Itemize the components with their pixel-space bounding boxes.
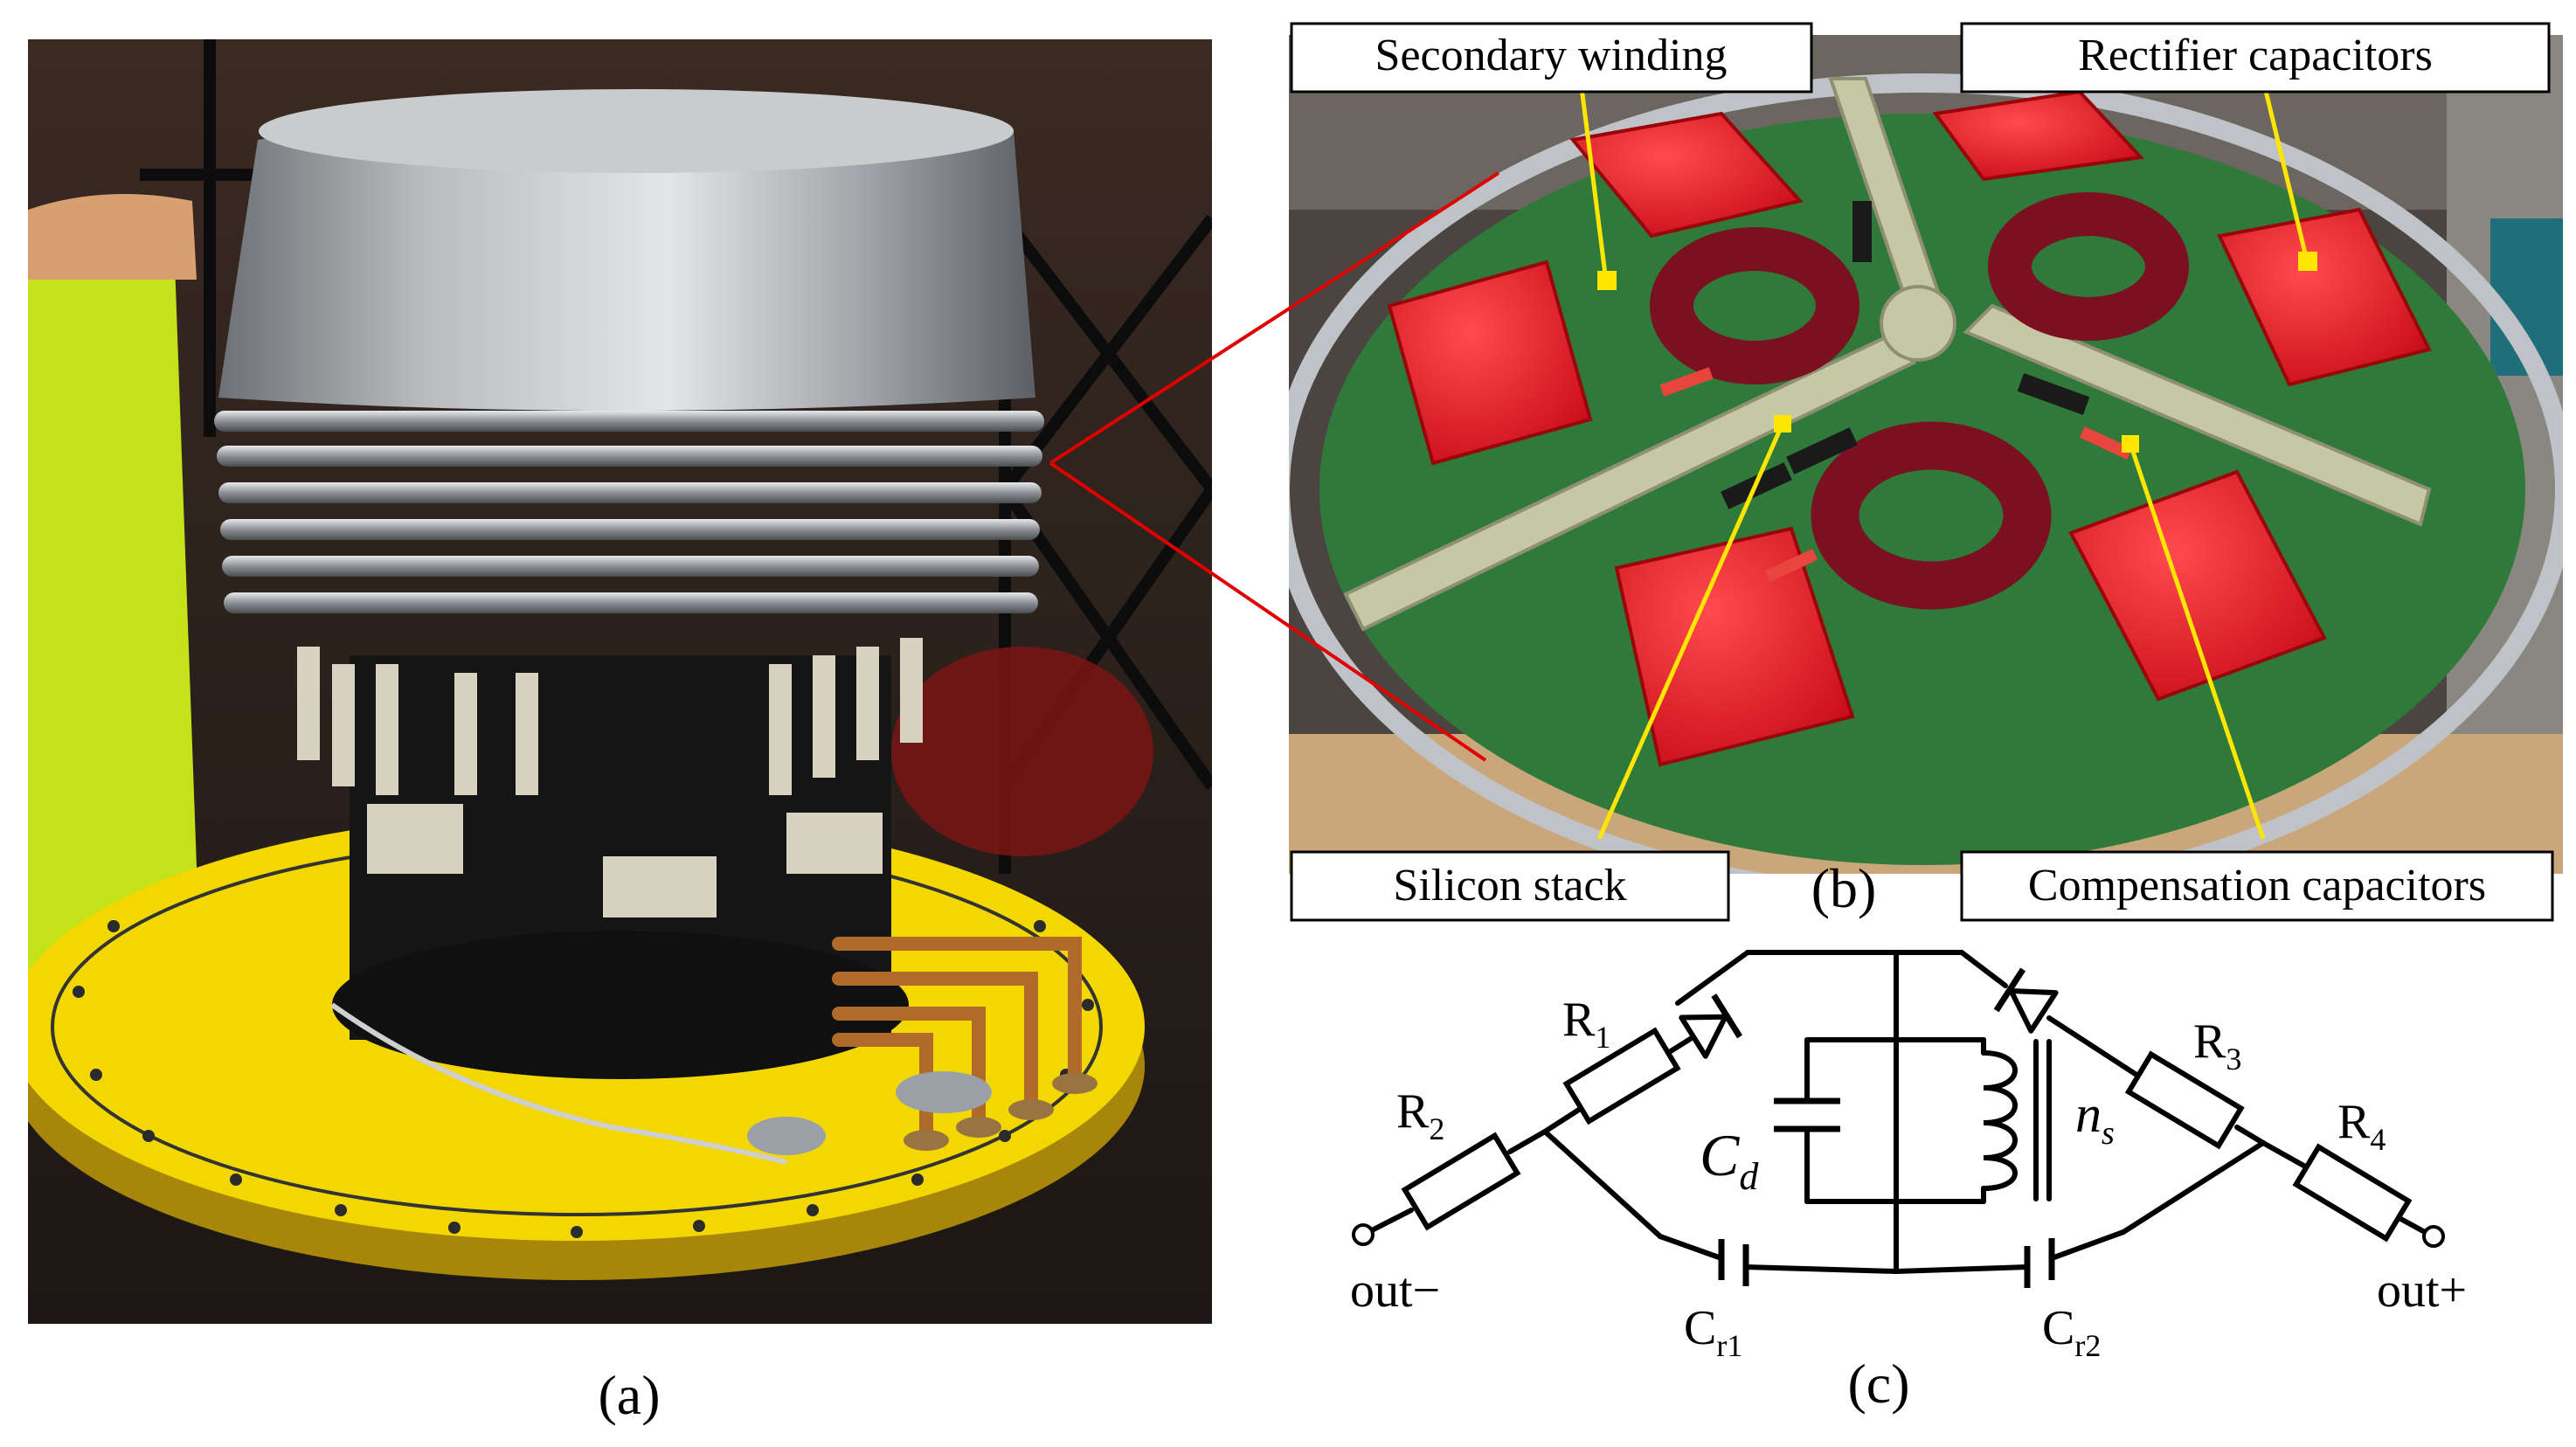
resistor-r1 <box>1562 1027 1681 1125</box>
callout-rectifier-capacitors-label: Rectifier capacitors <box>2078 31 2433 80</box>
diode-left <box>1679 994 1743 1059</box>
callout-compensation-capacitors: Compensation capacitors <box>1960 850 2554 922</box>
photo-transformer-assembly <box>28 39 1212 1324</box>
resistor-r3 <box>2124 1050 2245 1150</box>
callout-silicon-stack: Silicon stack <box>1290 850 1730 922</box>
resistor-r4 <box>2292 1143 2413 1243</box>
callout-rectifier-capacitors: Rectifier capacitors <box>1960 22 2551 93</box>
label-out-minus: out− <box>1350 1264 1440 1318</box>
panel-label-b: (b) <box>1811 857 1877 919</box>
terminal-out-minus <box>1352 1223 1375 1246</box>
terminal-out-plus <box>2422 1225 2445 1248</box>
green-yellow-wall <box>28 262 201 987</box>
insulating-support-arms <box>1343 77 2432 632</box>
insulator-posts <box>297 638 923 917</box>
top-shield-dome <box>218 89 1035 412</box>
panel-label-c: (c) <box>1847 1353 1909 1415</box>
label-out-plus: out+ <box>2377 1264 2467 1318</box>
grading-rings <box>214 411 1044 613</box>
callout-secondary-winding-label: Secondary winding <box>1375 31 1728 80</box>
label-cr1: Cr1 <box>1684 1301 1742 1363</box>
zoom-indicator-lines <box>1049 171 1500 762</box>
panel-label-a: (a) <box>598 1364 660 1426</box>
callout-leaders <box>1579 87 2317 841</box>
callout-silicon-stack-label: Silicon stack <box>1393 861 1626 910</box>
secondary-winding-cores <box>1650 192 2189 610</box>
label-cr2: Cr2 <box>2042 1301 2101 1363</box>
outer-shield-ring <box>1289 73 2563 874</box>
photo-rectifier-board <box>1289 35 2563 874</box>
label-r4: R4 <box>2337 1095 2386 1157</box>
callout-compensation-capacitors-label: Compensation capacitors <box>2028 861 2486 910</box>
capacitor-cr2 <box>2024 1238 2055 1288</box>
circuit-schematic <box>1369 950 2427 1274</box>
label-cd: Cd <box>1700 1122 1759 1198</box>
label-ns: ns <box>2075 1085 2115 1152</box>
capacitor-cd <box>1774 1097 1840 1132</box>
inductor-ns <box>1981 1039 2052 1201</box>
label-r1: R1 <box>1562 993 1610 1055</box>
rectifier-capacitor-blocks <box>1387 89 2432 767</box>
callout-secondary-winding: Secondary winding <box>1290 22 1813 93</box>
label-r3: R3 <box>2193 1014 2241 1077</box>
label-r2: R2 <box>1396 1084 1444 1146</box>
green-board <box>1319 114 2525 865</box>
capacitor-cr1 <box>1718 1239 1749 1286</box>
diode-right <box>1993 967 2059 1034</box>
resistor-r2 <box>1401 1132 1521 1231</box>
